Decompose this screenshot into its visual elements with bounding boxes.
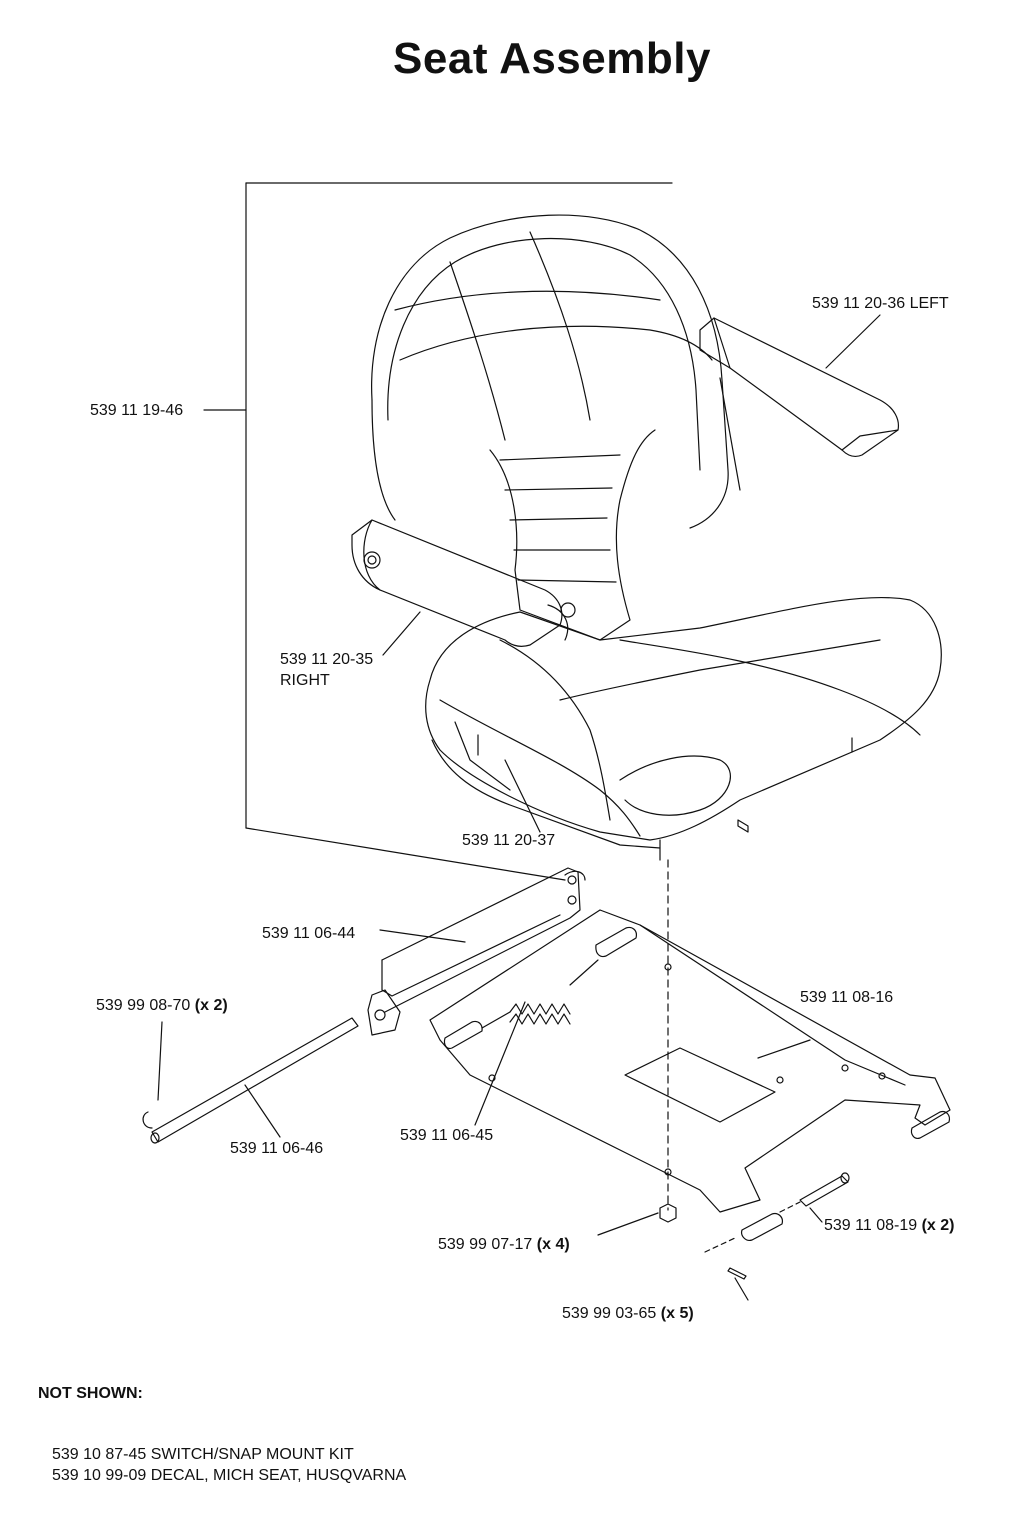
seat-drawing bbox=[351, 214, 942, 861]
callout-rod: 539 11 06-46 bbox=[230, 1140, 324, 1157]
not-shown-item: 539 10 99-09 DECAL, MICH SEAT, HUSQVARNA bbox=[52, 1467, 407, 1484]
callout-armrest-left: 539 11 20-36 LEFT bbox=[812, 295, 949, 312]
callout-pin-part: 539 11 08-19 bbox=[824, 1217, 918, 1234]
callout-cotter-pin: 539 99 03-65 (x 5) bbox=[562, 1304, 694, 1324]
callout-seat-assembly: 539 11 19-46 bbox=[90, 402, 184, 419]
callout-clip: 539 99 08-70 (x 2) bbox=[96, 996, 228, 1016]
not-shown-item: 539 10 87-45 SWITCH/SNAP MOUNT KIT bbox=[52, 1446, 354, 1463]
callout-armrest-right: 539 11 20-35 bbox=[280, 651, 374, 668]
callout-nut-part: 539 99 07-17 bbox=[438, 1236, 533, 1253]
callout-armrest-right-note: RIGHT bbox=[280, 672, 330, 689]
callout-clip-part: 539 99 08-70 bbox=[96, 997, 191, 1014]
not-shown-list: 539 10 87-45 SWITCH/SNAP MOUNT KIT 539 1… bbox=[52, 1444, 406, 1486]
leader-lines bbox=[157, 314, 881, 1301]
spring-drawing bbox=[481, 959, 599, 1029]
callout-clip-qty: (x 2) bbox=[194, 997, 228, 1014]
not-shown-heading: NOT SHOWN: bbox=[38, 1385, 143, 1402]
assembly-bracket-lines bbox=[203, 182, 673, 881]
pin-drawing bbox=[704, 1172, 850, 1280]
callout-nut-qty: (x 4) bbox=[536, 1236, 570, 1253]
rod-drawing bbox=[142, 1017, 359, 1144]
callout-spring: 539 11 06-45 bbox=[400, 1127, 494, 1144]
callout-pin-qty: (x 2) bbox=[921, 1217, 955, 1234]
nut-drawing bbox=[659, 1203, 677, 1223]
callout-pin: 539 11 08-19 (x 2) bbox=[824, 1216, 954, 1236]
slide-rail-drawing bbox=[367, 867, 586, 1036]
callout-cotter-pin-part: 539 99 03-65 bbox=[562, 1305, 657, 1322]
callout-base-plate: 539 11 08-16 bbox=[800, 989, 894, 1006]
base-plate-drawing bbox=[429, 909, 951, 1241]
callout-slide-rail: 539 11 06-44 bbox=[262, 925, 356, 942]
page-title: Seat Assembly bbox=[393, 34, 711, 83]
callout-seat-part: 539 11 20-37 bbox=[462, 832, 556, 849]
callout-nut: 539 99 07-17 (x 4) bbox=[438, 1235, 570, 1255]
callout-cotter-pin-qty: (x 5) bbox=[660, 1305, 694, 1322]
